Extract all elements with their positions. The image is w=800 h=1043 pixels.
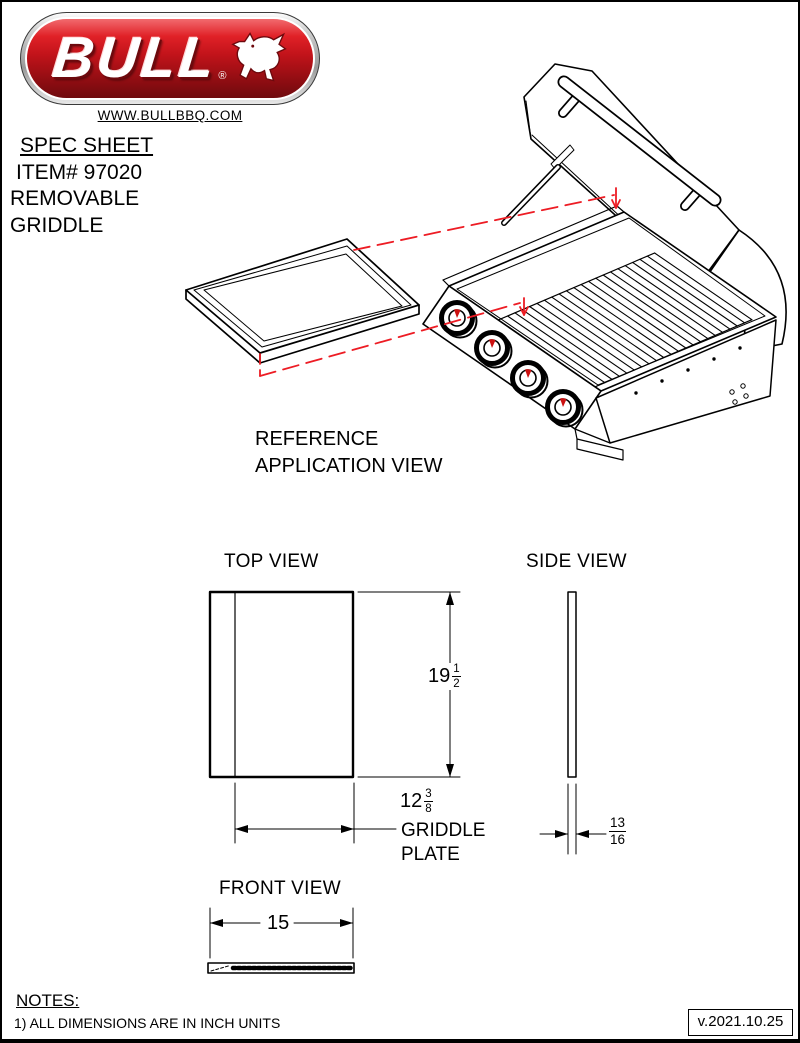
bull-logo: BULL ® — [20, 12, 320, 105]
bull-icon — [230, 31, 287, 82]
notes-title: NOTES: — [16, 991, 80, 1010]
notes-item-1: 1) ALL DIMENSIONS ARE IN INCH UNITS — [14, 1015, 281, 1031]
bull-logo-oval: BULL ® — [25, 17, 315, 100]
burner-knob — [439, 300, 478, 339]
registered-trademark: ® — [218, 70, 227, 82]
item-number: ITEM# 97020 — [16, 160, 143, 184]
burner-knob — [545, 389, 584, 428]
alignment-dashed-lines — [259, 187, 621, 377]
griddle-tray — [185, 238, 420, 364]
side-view-title: SIDE VIEW — [526, 551, 627, 572]
version-box: v.2021.10.25 — [688, 1009, 793, 1036]
reference-view-caption: REFERENCE APPLICATION VIEW — [255, 428, 443, 477]
product-name-line1: REMOVABLE — [10, 187, 140, 210]
grill-grates — [507, 252, 753, 384]
grill-cart-body — [574, 319, 777, 461]
spec-sheet-title: SPEC SHEET — [20, 134, 154, 157]
top-view-drawing — [208, 590, 461, 844]
website-link[interactable]: WWW.BULLBBQ.COM — [97, 108, 243, 123]
front-view-title: FRONT VIEW — [219, 878, 341, 899]
top-view-title: TOP VIEW — [224, 551, 319, 572]
grill-hood — [501, 63, 787, 353]
reference-drawing — [185, 63, 787, 461]
front-view-drawing — [207, 907, 355, 974]
rivet-dots — [634, 346, 742, 395]
product-name-line2: GRIDDLE — [10, 213, 104, 237]
version-text: v.2021.10.25 — [697, 1013, 784, 1030]
side-view-drawing — [539, 591, 607, 855]
griddle-plate-label: GRIDDLE PLATE — [401, 820, 486, 865]
burner-knob — [510, 360, 549, 399]
burner-knob — [474, 330, 513, 369]
rivet-holes — [729, 383, 749, 405]
logo-brand-text: BULL — [50, 26, 221, 90]
spec-header: SPEC SHEET ITEM# 97020 REMOVABLE GRIDDLE — [10, 133, 163, 239]
front-view-width-dimension: 15 — [265, 912, 292, 935]
